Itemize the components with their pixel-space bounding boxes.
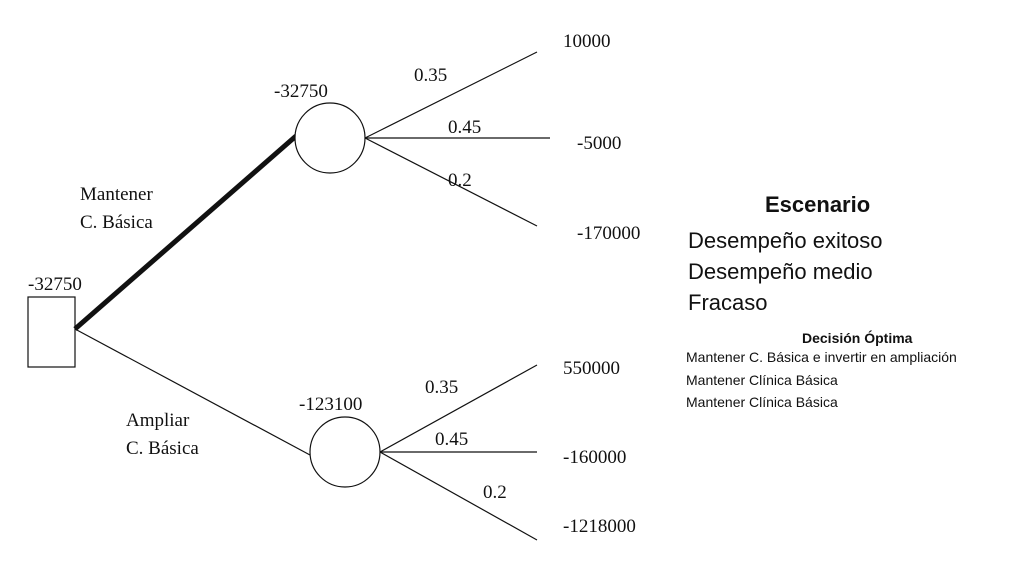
- outcome-probability: 0.35: [414, 65, 447, 86]
- outcome-payoff: 10000: [563, 31, 611, 52]
- outcome-payoff: -1218000: [563, 516, 636, 537]
- outcome-probability: 0.2: [448, 170, 472, 191]
- outcome-line: [379, 451, 538, 541]
- outcome-line: [364, 51, 538, 139]
- branch-label-ampliar-line2: C. Básica: [126, 438, 199, 459]
- outcome-probability: 0.35: [425, 377, 458, 398]
- branch-label-ampliar-line1: Ampliar: [126, 410, 190, 431]
- decision-node: [27, 296, 76, 368]
- scenario-title: Escenario: [765, 192, 871, 217]
- scenario-item: Desempeño medio: [688, 259, 873, 284]
- outcome-payoff: -160000: [563, 447, 626, 468]
- outcome-payoff: -5000: [577, 133, 621, 154]
- node-value-mantener: -32750: [274, 81, 328, 102]
- root-value: -32750: [28, 274, 82, 295]
- outcome-payoff: -170000: [577, 223, 640, 244]
- optimal-decision-item: Mantener Clínica Básica: [686, 394, 838, 410]
- node-value-ampliar: -123100: [299, 394, 362, 415]
- chance-node-ampliar: [309, 416, 381, 488]
- branch-line-ampliar: [74, 328, 311, 456]
- branch-label-mantener-line1: Mantener: [80, 184, 153, 205]
- outcome-probability: 0.45: [435, 429, 468, 450]
- optimal-decision-title: Decisión Óptima: [802, 330, 913, 346]
- outcome-line: [379, 364, 538, 453]
- branch-label-mantener-line2: C. Básica: [80, 212, 153, 233]
- outcome-line: [364, 137, 538, 227]
- scenario-item: Desempeño exitoso: [688, 228, 883, 253]
- optimal-decision-item: Mantener Clínica Básica: [686, 372, 838, 388]
- branch-line-mantener: [73, 134, 298, 331]
- outcome-payoff: 550000: [563, 358, 620, 379]
- chance-node-mantener: [294, 102, 366, 174]
- scenario-item: Fracaso: [688, 290, 768, 315]
- outcome-probability: 0.45: [448, 117, 481, 138]
- optimal-decision-item: Mantener C. Básica e invertir en ampliac…: [686, 349, 957, 365]
- outcome-probability: 0.2: [483, 482, 507, 503]
